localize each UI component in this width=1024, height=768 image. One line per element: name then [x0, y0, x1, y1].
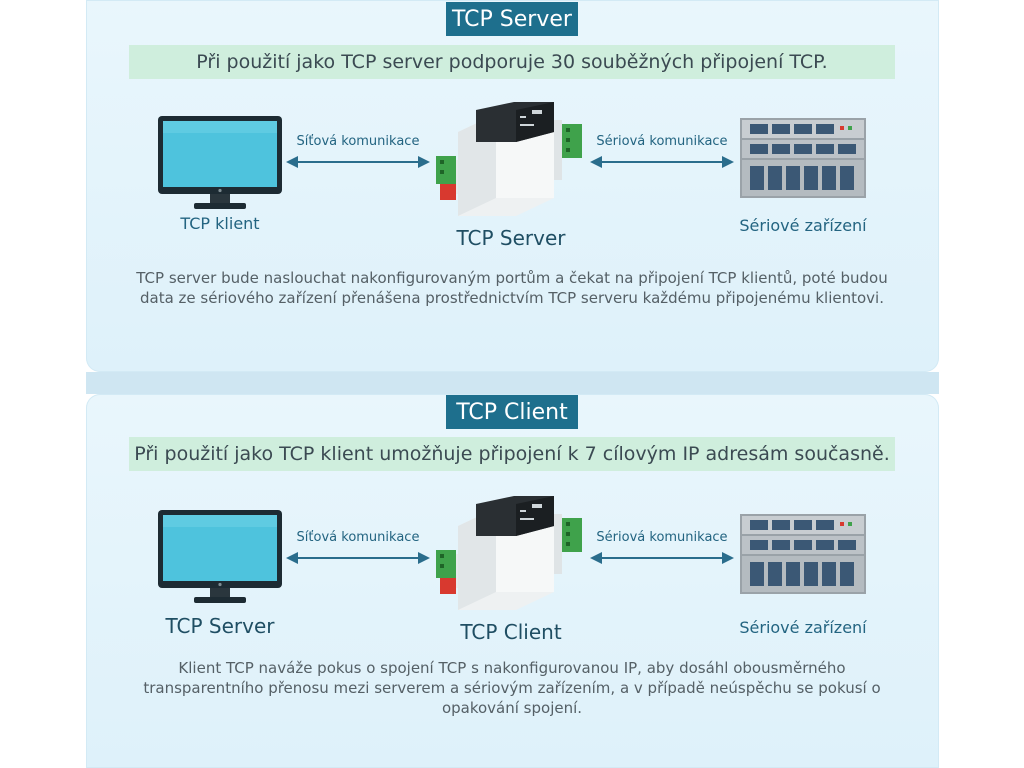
network-arrow: [286, 552, 430, 564]
serial-arrow: [590, 552, 734, 564]
serial-link-label: Sériová komunikace: [596, 134, 728, 149]
client-section-title: TCP Client: [446, 395, 578, 429]
left-label: TCP klient: [180, 214, 260, 233]
center-label: TCP Client: [460, 620, 562, 644]
serial-arrow: [590, 156, 734, 168]
server-rack-icon: [740, 118, 866, 198]
server-rack-icon: [740, 514, 866, 594]
center-label: TCP Server: [456, 226, 566, 250]
client-section-banner: Při použití jako TCP klient umožňuje při…: [129, 437, 895, 471]
right-label: Sériové zařízení: [739, 216, 867, 235]
server-section-banner: Při použití jako TCP server podporuje 30…: [129, 45, 895, 79]
monitor-icon: [158, 116, 282, 209]
serial-link-label: Sériová komunikace: [596, 530, 728, 545]
monitor-icon: [158, 510, 282, 603]
client-description: Klient TCP naváže pokus o spojení TCP s …: [143, 659, 881, 717]
device-icon: [436, 496, 582, 610]
network-arrow: [286, 156, 430, 168]
network-link-label: Síťová komunikace: [296, 134, 420, 149]
network-link-label: Síťová komunikace: [296, 530, 420, 545]
panel-divider: [86, 372, 939, 394]
left-label: TCP Server: [165, 614, 275, 638]
server-description: TCP server bude naslouchat nakonfigurova…: [136, 269, 888, 307]
device-icon: [436, 102, 582, 216]
right-label: Sériové zařízení: [739, 618, 867, 637]
server-section-title: TCP Server: [446, 2, 578, 36]
